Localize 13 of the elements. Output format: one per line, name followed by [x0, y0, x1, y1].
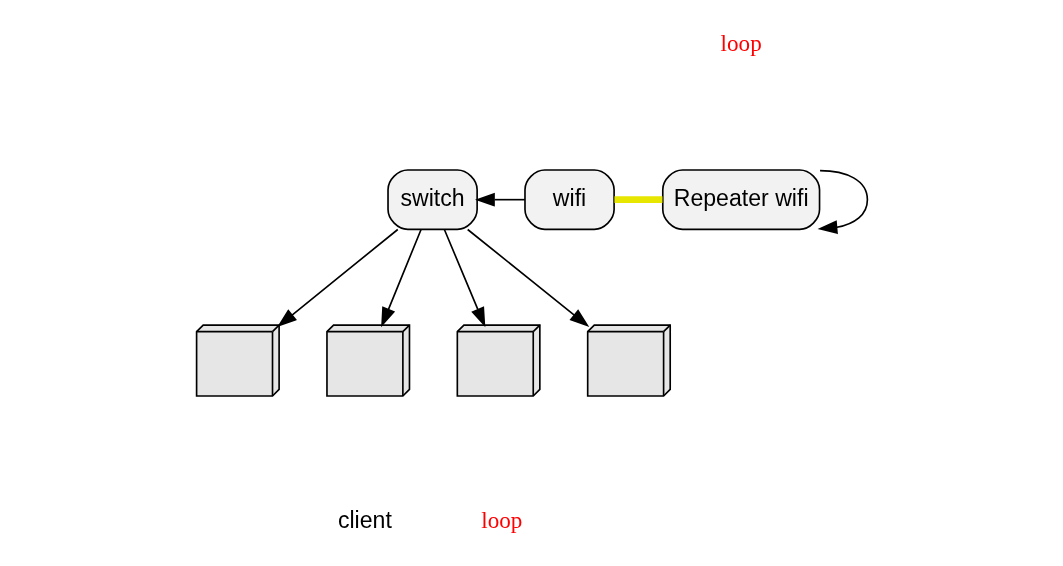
label: loop [480, 506, 522, 533]
node-box: wifi [523, 169, 615, 231]
arrow [276, 228, 399, 328]
arrow [466, 228, 589, 328]
node-box: switch [386, 169, 478, 231]
label: client [337, 506, 392, 533]
label: loop [720, 29, 762, 56]
arrow [380, 228, 422, 328]
arrow [474, 192, 526, 207]
node-box: Repeater wifi [661, 169, 820, 231]
arrow [443, 228, 485, 328]
connector [613, 196, 662, 203]
arrow [817, 169, 868, 235]
